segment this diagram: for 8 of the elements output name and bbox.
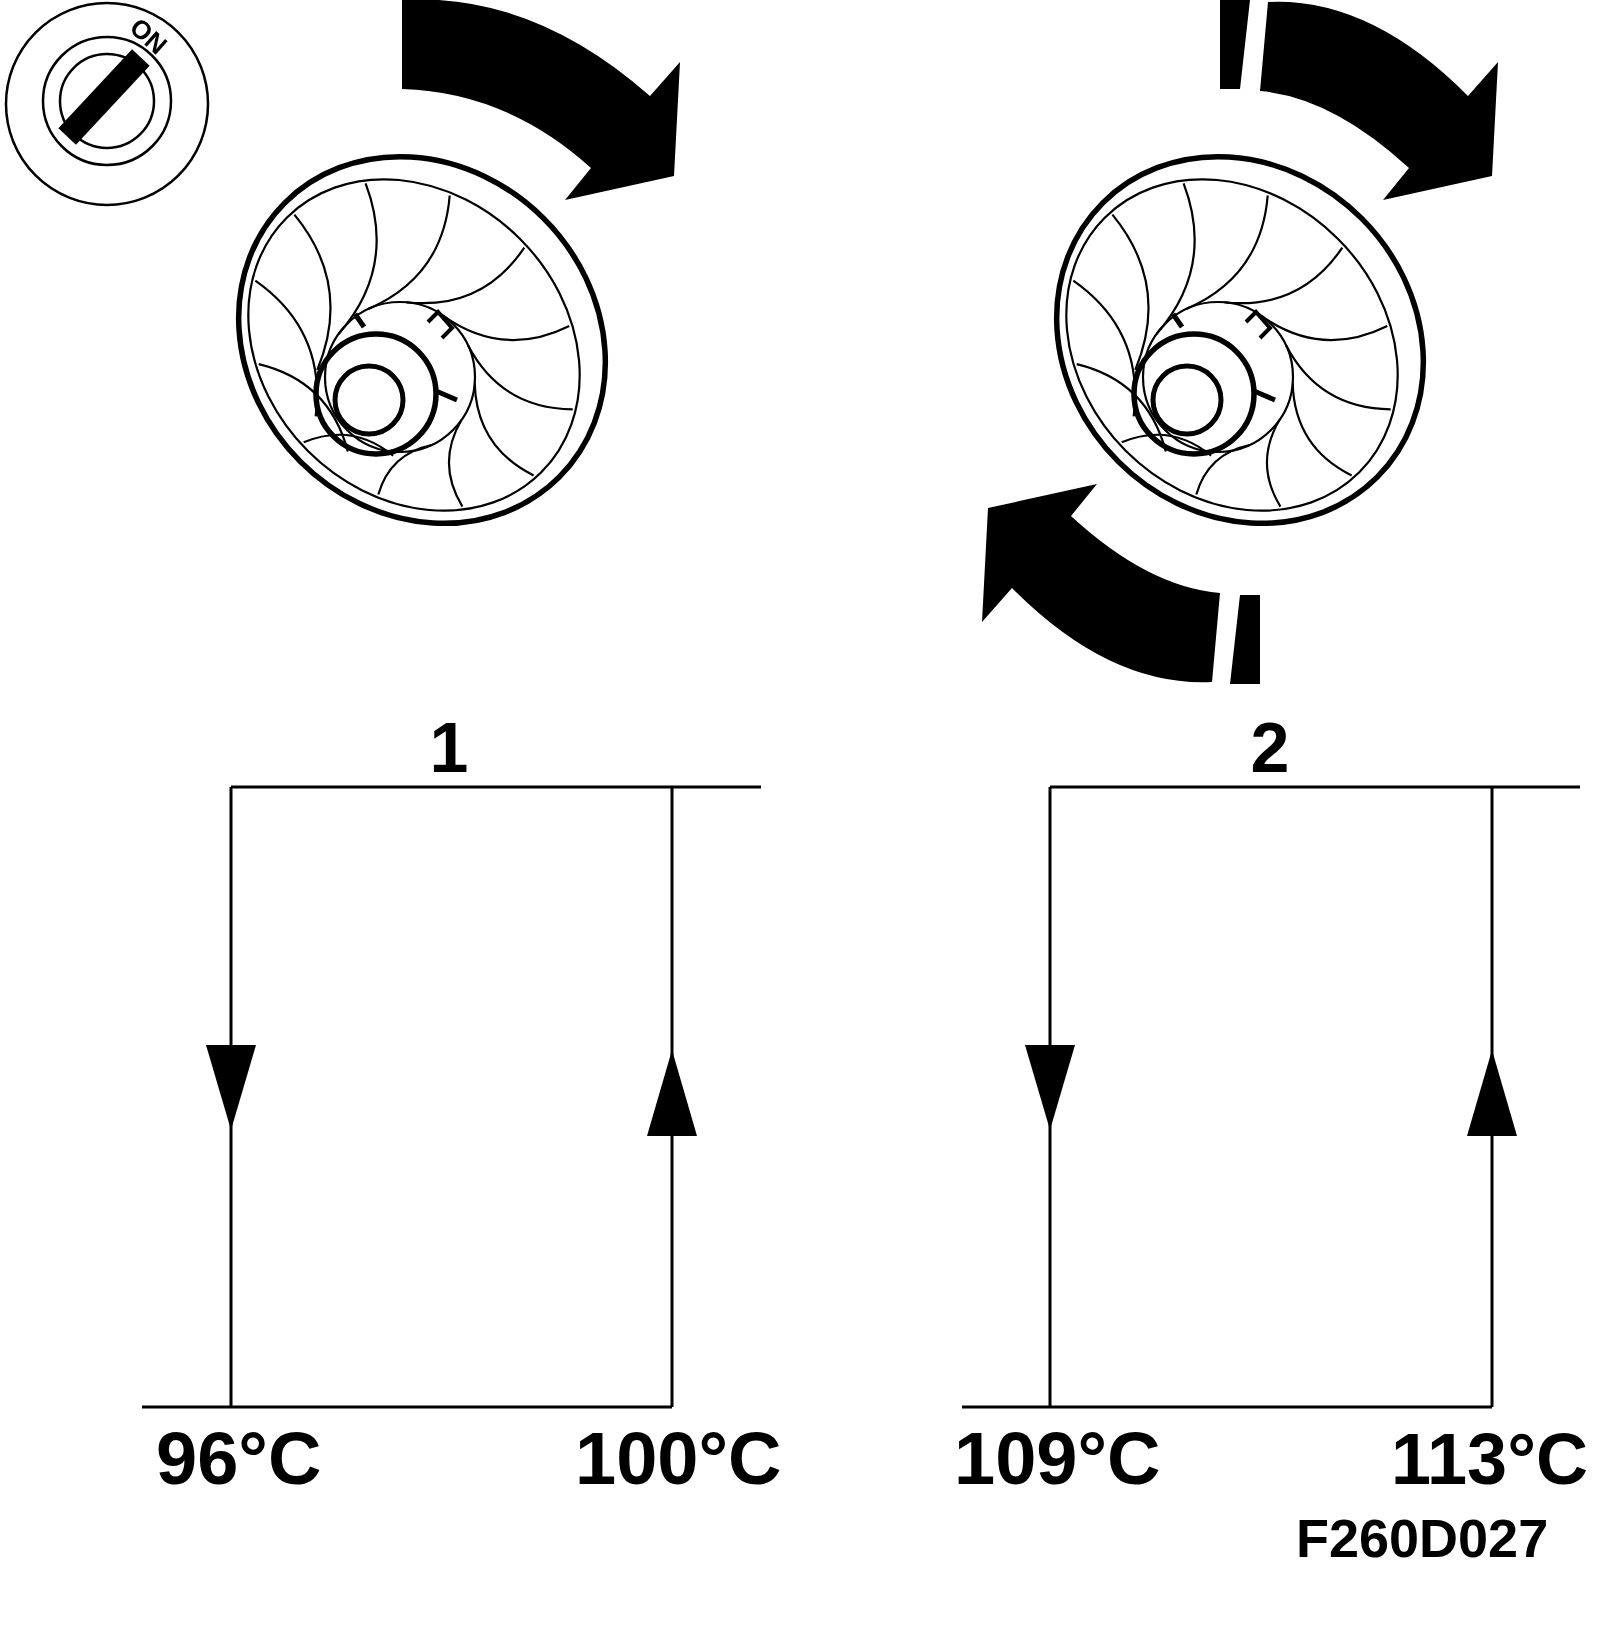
stage-number: 1 bbox=[429, 712, 469, 783]
temperature-label: 109°C bbox=[954, 1422, 1161, 1497]
temperature-label: 96°C bbox=[156, 1422, 322, 1497]
temperature-label: 100°C bbox=[575, 1422, 782, 1497]
stage-number: 2 bbox=[1250, 712, 1290, 783]
temperature-label: 113°C bbox=[1391, 1422, 1588, 1495]
figure-code: F260D027 bbox=[1296, 1510, 1549, 1565]
switch-position-label: ON bbox=[124, 13, 172, 59]
